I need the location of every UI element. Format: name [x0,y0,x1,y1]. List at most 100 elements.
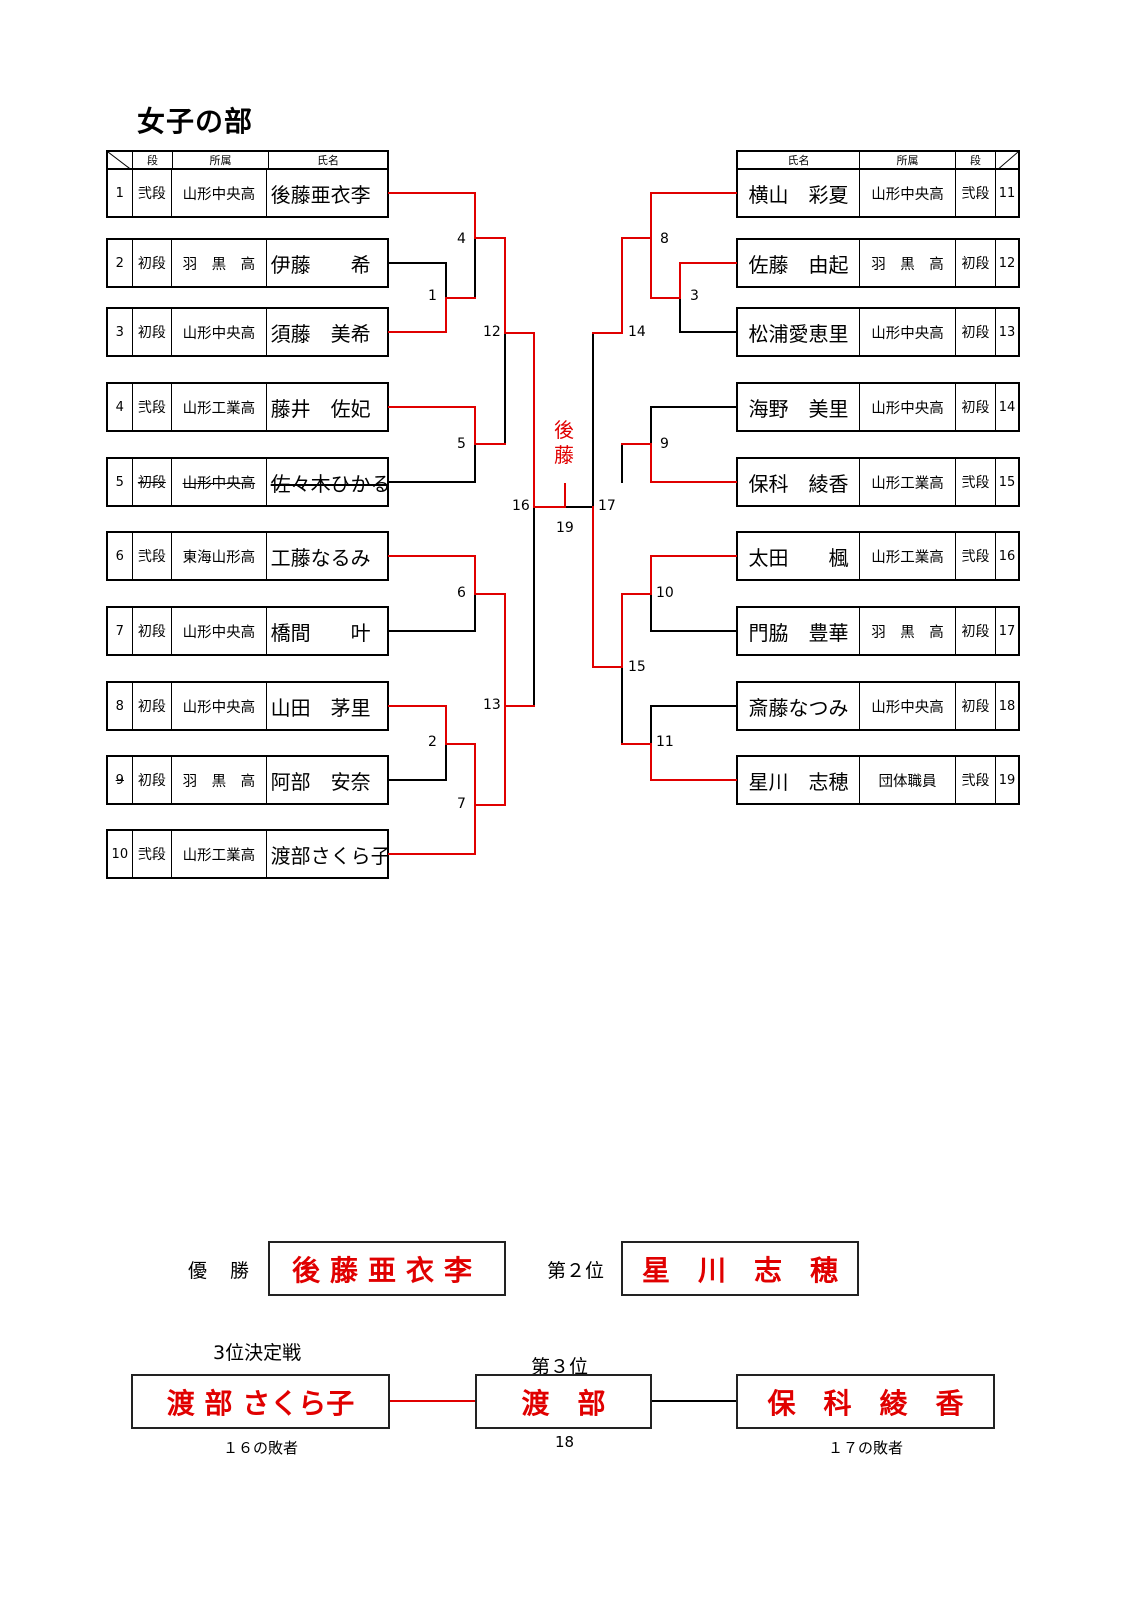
affiliation: 山形中央高 [860,309,956,355]
rank: 初段 [133,309,173,355]
rank: 初段 [956,683,996,729]
match-number: 10 [656,585,674,601]
match-number: 7 [457,796,466,812]
player-name: 斎藤なつみ [738,683,860,729]
winner-line [388,555,535,707]
seed-number: 10 [108,831,133,877]
playoff-left-name: 渡 部 さくら子 [166,1386,355,1420]
final-winner-mark: 後 藤 [554,418,574,467]
playoff-right-box: 保 科 綾 香 [736,1374,995,1429]
match-number: 9 [660,436,669,452]
player-row: 8 初段 山形中央高 山田 茅里 [106,681,389,731]
header-name: 氏名 [738,152,860,169]
header-affiliation: 所属 [173,152,269,169]
seed-number: 11 [998,185,1016,201]
rank: 弐段 [956,170,996,216]
player-name: 後藤亜衣李 [270,182,371,207]
player-name: 藤井 佐妃 [270,396,371,421]
player-row: 斎藤なつみ 山形中央高 初段 18 [736,681,1020,731]
player-row: 松浦愛恵里 山形中央高 初段 13 [736,307,1020,357]
player-row: 9 初段 羽 黒 高 阿部 安奈 [106,755,389,805]
player-name: 佐藤 由起 [738,240,860,286]
champion-label: 優 勝 [188,1260,252,1282]
seed-number: 2 [108,240,133,286]
match-number: 15 [628,659,646,675]
right-header: 氏名 所属 段 [736,150,1020,171]
affiliation: 山形工業高 [172,831,267,877]
rank: 弐段 [956,459,996,505]
winner-line [388,192,566,508]
corner-cell [996,152,1018,171]
seed-number: 15 [998,474,1016,490]
seed-number: 9 [108,757,133,803]
player-name: 渡部さくら子 [270,843,387,868]
playoff-left-box: 渡 部 さくら子 [131,1374,390,1429]
header-name: 氏名 [317,154,339,167]
seed-number: 5 [108,459,133,505]
seed-number: 17 [998,623,1016,639]
affiliation: 東海山形高 [172,533,267,579]
rank: 初段 [956,384,996,430]
player-row: 10 弐段 山形工業高 渡部さくら子 [106,829,389,879]
match-number: 1 [428,288,437,304]
player-row: 7 初段 山形中央高 橋間 叶 [106,606,389,656]
rank: 弐段 [133,170,173,216]
winner-line [621,743,737,781]
match-number: 11 [656,734,674,750]
affiliation: 山形工業高 [860,533,956,579]
seed-number: 6 [108,533,133,579]
match-number: 4 [457,231,466,247]
champion-name: 後藤亜衣李 [291,1253,482,1287]
player-row: 保科 綾香 山形工業高 弐段 15 [736,457,1020,507]
player-name: 太田 楓 [738,533,860,579]
playoff-left-note: １６の敗者 [223,1439,299,1457]
playoff-right-note: １７の敗者 [828,1439,904,1457]
match-number: 3 [690,288,699,304]
player-name: 工藤なるみ [270,545,371,570]
rank: 弐段 [133,533,173,579]
winner-line [388,406,506,445]
left-header: 段 所属 氏名 [106,150,389,171]
rank: 初段 [133,608,173,654]
second-name: 星 川 志 穂 [641,1253,838,1287]
seed-number: 1 [108,170,133,216]
header-dan: 段 [133,152,173,169]
match-number: 14 [628,324,646,340]
bracket-line [679,297,737,333]
player-name: 海野 美里 [738,384,860,430]
second-label: 第２位 [547,1260,605,1282]
seed-number: 4 [108,384,133,430]
player-row: 1 弐段 山形中央高 後藤亜衣李 [106,168,389,218]
match-number: 16 [512,498,530,514]
rank: 弐段 [956,533,996,579]
affiliation: 団体職員 [860,757,956,803]
winner-line [621,443,737,483]
player-row: 3 初段 山形中央高 須藤 美希 [106,307,389,357]
match-number: 6 [457,585,466,601]
player-name: 松浦愛恵里 [738,309,860,355]
player-name: 横山 彩夏 [738,170,860,216]
affiliation: 羽 黒 高 [172,240,267,286]
bracket-line [388,743,447,781]
rank: 初段 [133,683,173,729]
player-row: 門脇 豊華 羽 黒 高 初段 17 [736,606,1020,656]
affiliation: 羽 黒 高 [860,608,956,654]
seed-number: 12 [998,255,1016,271]
player-row: 横山 彩夏 山形中央高 弐段 11 [736,168,1020,218]
player-name: 伊藤 希 [270,252,371,277]
seed-number: 19 [998,772,1016,788]
rank: 初段 [133,757,173,803]
player-row: 6 弐段 東海山形高 工藤なるみ [106,531,389,581]
affiliation: 羽 黒 高 [172,757,267,803]
match-number: 12 [483,324,501,340]
playoff-match-number: 18 [555,1433,575,1451]
seed-number: 14 [998,399,1016,415]
player-name: 山田 茅里 [270,695,371,720]
bracket-line [388,262,447,299]
player-row: 海野 美里 山形中央高 初段 14 [736,382,1020,432]
match-number: 13 [483,697,501,713]
header-affiliation: 所属 [860,152,956,169]
winner-line [679,262,737,299]
rank: 初段 [133,459,173,505]
player-name: 星川 志穂 [738,757,860,803]
